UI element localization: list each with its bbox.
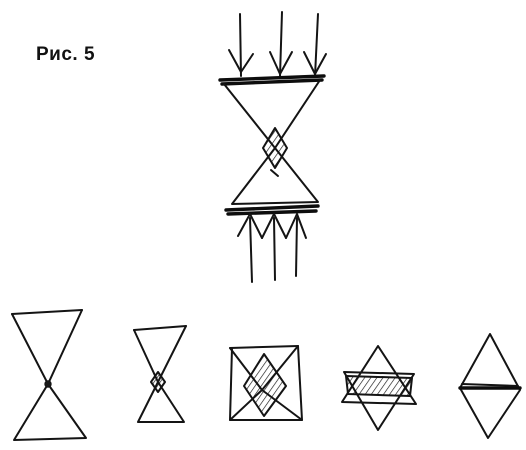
stage-1-shape [12, 310, 86, 440]
stage-3-rhombus [244, 354, 286, 416]
top-arrow-left [229, 14, 253, 76]
stage-4-band [346, 376, 412, 396]
top-bar [220, 76, 324, 84]
stage-3-shape [230, 346, 302, 420]
stage-1-dot [45, 381, 51, 387]
bottom-arrow-right [286, 214, 306, 276]
bottom-arrow-middle [262, 214, 286, 280]
bottom-arrows [238, 214, 306, 282]
bottom-bar [226, 206, 318, 214]
main-diagram [220, 12, 326, 282]
stage-2-shape [134, 326, 186, 422]
top-arrows [229, 12, 326, 76]
bottom-arrow-left [238, 214, 262, 282]
top-arrow-middle [270, 12, 292, 76]
top-arrow-right [304, 14, 326, 76]
rhombus-tick [271, 170, 278, 176]
stage-4-shape [342, 346, 416, 430]
stage-5-shape [460, 334, 520, 438]
